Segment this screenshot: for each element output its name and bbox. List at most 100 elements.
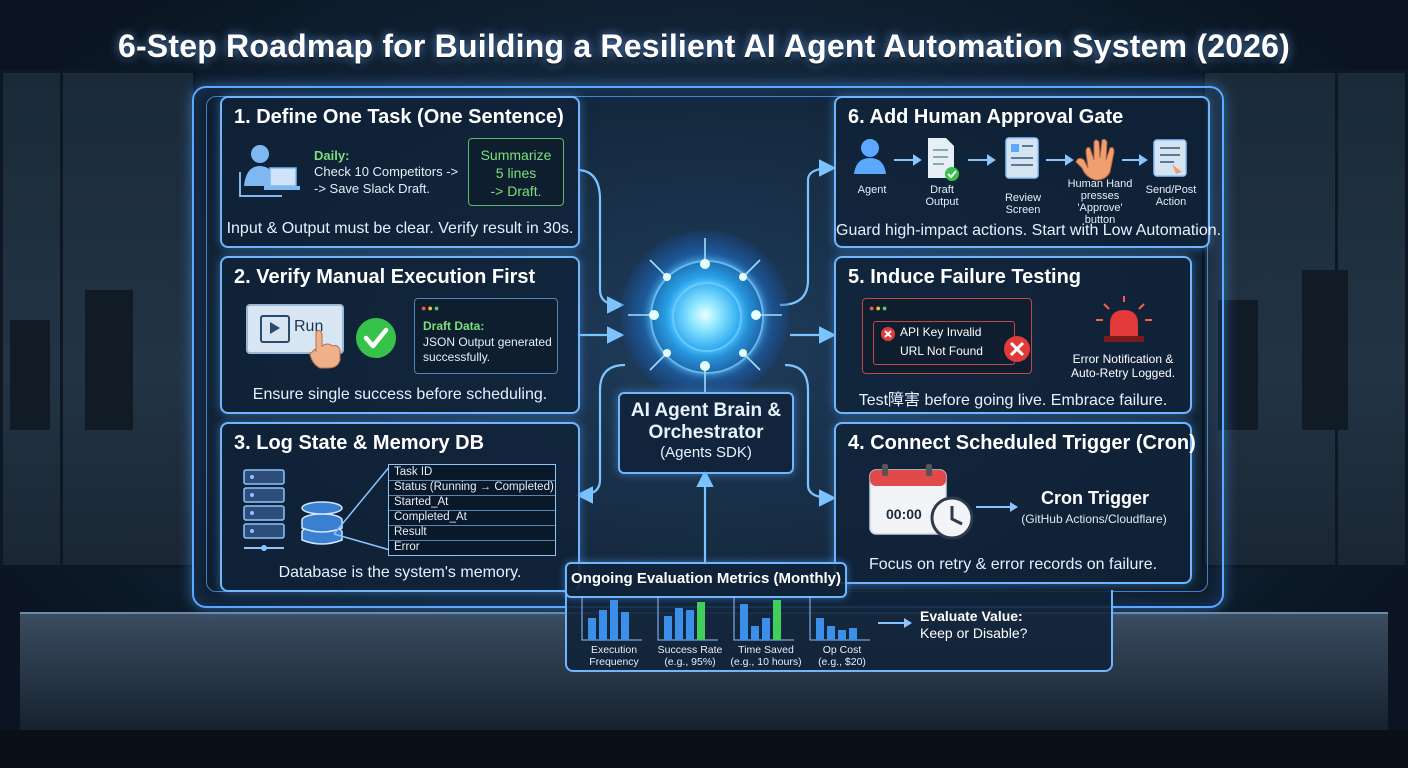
calendar-clock-icon	[869, 464, 974, 540]
metric-label: (e.g., 10 hours)	[730, 656, 802, 668]
flow-label-review: Review Screen	[1004, 192, 1042, 217]
background-building	[85, 290, 133, 430]
metric-bar	[751, 626, 759, 640]
notify-line2: Auto-Retry Logged.	[1070, 366, 1176, 380]
arrow-hub-to-step4	[784, 363, 837, 507]
step3-footer: Database is the system's memory.	[278, 564, 522, 581]
metric-bar	[675, 608, 683, 640]
metric-bar	[610, 600, 618, 640]
background-building	[1218, 300, 1258, 430]
metric-bar	[599, 610, 607, 640]
error-window: ●●● API Key Invalid URL Not Found	[862, 298, 1032, 374]
flow-label-agent: Agent	[857, 184, 887, 196]
schema-row: Task ID	[389, 465, 555, 481]
metric-bar	[621, 612, 629, 640]
cron-arrow	[976, 502, 1018, 512]
metric-label: (e.g., $20)	[818, 656, 866, 668]
step1-task-line2: -> Save Slack Draft.	[314, 181, 430, 196]
hub-label-line2: Orchestrator	[648, 422, 764, 443]
schema-row: Completed_At	[389, 510, 555, 526]
step1-daily-label: Daily:	[314, 148, 350, 163]
evaluate-line2: Keep or Disable?	[920, 625, 1028, 641]
play-icon	[260, 315, 290, 343]
hub-label-line3: (Agents SDK)	[660, 444, 752, 461]
step4-panel: 4. Connect Scheduled Trigger (Cron) 00:0…	[834, 422, 1196, 584]
step1-title: 1. Define One Task (One Sentence)	[234, 106, 564, 128]
metric-bar	[588, 618, 596, 640]
pointing-hand-icon	[309, 329, 341, 369]
metric-bar	[686, 610, 694, 640]
notify-line1: Error Notification &	[1072, 352, 1174, 366]
check-icon	[356, 318, 396, 358]
agent-icon	[854, 139, 886, 174]
summary-box: Summarize 5 lines -> Draft.	[468, 138, 564, 206]
step6-title: 6. Add Human Approval Gate	[848, 106, 1124, 128]
metric-label: Time Saved	[738, 644, 794, 656]
step5-footer: Test障害 before going live. Embrace failur…	[858, 392, 1168, 409]
step5-panel: 5. Induce Failure Testing ●●● API Key In…	[834, 256, 1192, 414]
hub-label-box: AI Agent Brain & Orchestrator (Agents SD…	[618, 392, 794, 474]
draft-label: Draft Data:	[423, 319, 485, 333]
metric-bar	[827, 626, 835, 640]
background-building	[10, 320, 50, 430]
error-x-icon	[881, 327, 895, 341]
floor	[0, 730, 1408, 768]
page-title: 6-Step Roadmap for Building a Resilient …	[117, 28, 1291, 64]
draft-line2: successfully.	[423, 350, 491, 364]
metric-label: Op Cost	[822, 644, 862, 656]
flow-label-hand: Human Hand presses 'Approve' button	[1067, 178, 1133, 227]
summary-line1: Summarize	[480, 147, 552, 163]
step4-footer: Focus on retry & error records on failur…	[868, 556, 1158, 573]
draft-data-window: ●●● Draft Data: JSON Output generated su…	[414, 298, 558, 374]
metrics-bar-charts	[581, 596, 870, 641]
person-laptop-icon	[239, 145, 300, 197]
metric-bar	[664, 616, 672, 640]
error-line2: URL Not Found	[900, 344, 983, 358]
metric-label: Success Rate	[657, 644, 723, 656]
metric-label: Execution	[590, 644, 638, 656]
metrics-title: Ongoing Evaluation Metrics (Monthly)	[571, 570, 841, 587]
hand-icon	[1075, 138, 1115, 181]
cron-subtitle: (GitHub Actions/Cloudflare)	[1021, 512, 1167, 526]
metric-label: Frequency	[589, 656, 639, 668]
metric-bar	[762, 618, 770, 640]
schema-row: Started_At	[389, 495, 555, 511]
alarm-siren-icon	[1096, 296, 1152, 342]
step2-panel: 2. Verify Manual Execution First Run ●●●…	[220, 256, 580, 414]
database-server-icon	[243, 469, 343, 551]
review-screen-icon	[1005, 137, 1039, 179]
step6-panel: 6. Add Human Approval Gate Agent Draft O…	[834, 96, 1221, 248]
metric-bar	[740, 604, 748, 640]
evaluate-arrow	[878, 618, 912, 628]
arrow-hub-to-step3	[575, 363, 626, 504]
flow-label-draft: Draft Output	[925, 184, 959, 209]
window-dots: ●●●	[421, 303, 441, 313]
step2-title: 2. Verify Manual Execution First	[234, 266, 536, 288]
evaluate-line1: Evaluate Value:	[920, 608, 1023, 624]
metric-bar	[849, 628, 857, 640]
arrow-hub-to-step6	[779, 159, 837, 307]
hub-label-line1: AI Agent Brain &	[630, 400, 782, 421]
step1-task-line1: Check 10 Competitors ->	[314, 164, 459, 179]
metric-bar	[773, 600, 781, 640]
schema-callout-lines	[333, 465, 391, 551]
step3-title: 3. Log State & Memory DB	[234, 432, 485, 454]
metrics-title-box: Ongoing Evaluation Metrics (Monthly)	[565, 562, 847, 598]
arrow-step1-to-hub	[576, 168, 625, 314]
background-building	[1302, 270, 1348, 430]
metric-bar	[816, 618, 824, 640]
step2-footer: Ensure single success before scheduling.	[252, 386, 548, 403]
schema-row: Result	[389, 525, 555, 541]
metric-bar	[838, 630, 846, 640]
step1-panel: 1. Define One Task (One Sentence) Daily:…	[220, 96, 580, 248]
draft-line1: JSON Output generated	[423, 335, 552, 349]
error-list: API Key Invalid URL Not Found	[873, 321, 1015, 365]
step4-title: 4. Connect Scheduled Trigger (Cron)	[848, 432, 1196, 454]
send-icon	[1153, 139, 1187, 177]
step5-title: 5. Induce Failure Testing	[848, 266, 1082, 288]
